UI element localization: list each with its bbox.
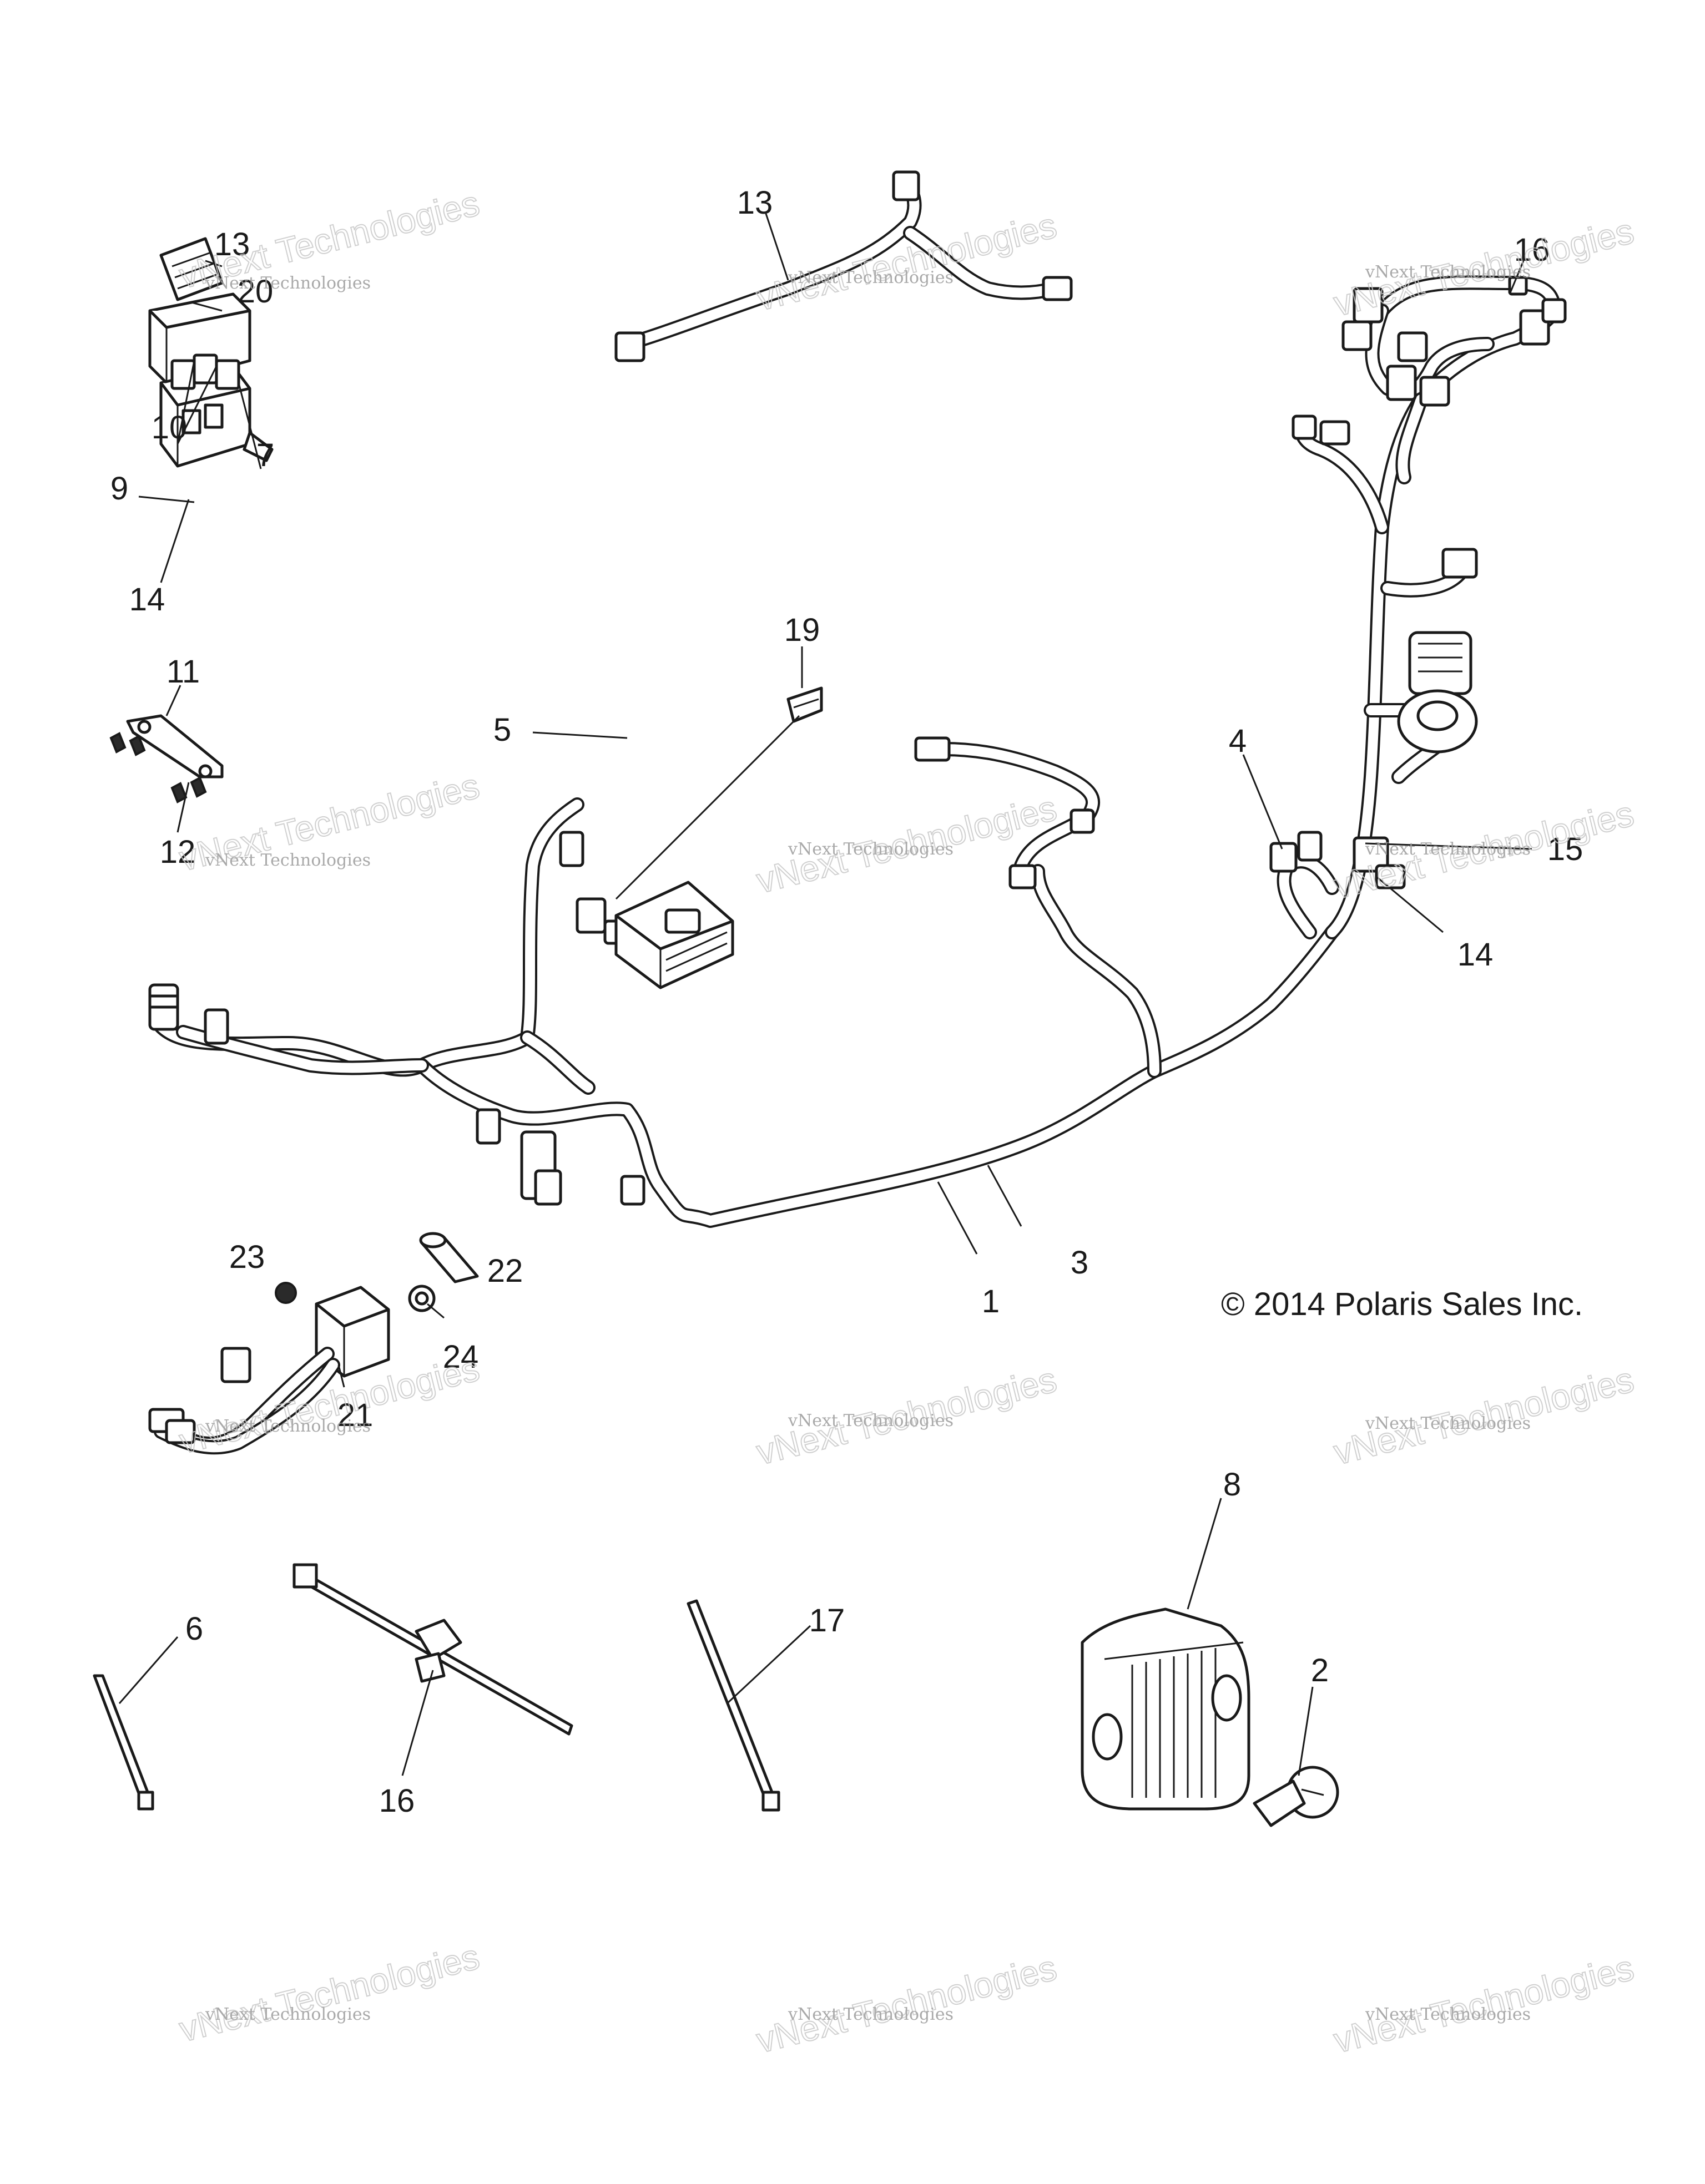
watermark-small: vNext Technologies [1365,262,1531,282]
watermark-small: vNext Technologies [205,1417,371,1436]
callout-21: 21 [337,1397,374,1433]
watermark-small: vNext Technologies [1365,840,1531,859]
leader-lines [118,213,1532,1776]
callout-5: 5 [493,712,511,748]
watermark-small: vNext Technologies [205,851,371,870]
watermark-small: vNext Technologies [788,840,954,859]
callout-24: 24 [443,1339,479,1375]
callout-14: 14 [129,582,165,618]
cable-tie-17 [687,1599,780,1812]
watermark-large: vNext Technologies [1330,1948,1638,2061]
callout-22: 22 [487,1253,523,1289]
callout-12: 12 [160,834,196,870]
regulator-rectifier [1081,1607,1339,1827]
callout-numbers: 13 20 13 16 10 7 9 14 19 11 5 4 12 15 14… [110,185,1583,1819]
callout-16: 16 [1514,232,1550,268]
callout-15: 15 [1547,831,1583,867]
callout-23: 23 [229,1239,265,1275]
callout-2: 2 [1311,1652,1329,1688]
callout-20: 20 [238,274,274,310]
callout-3: 3 [1071,1245,1088,1281]
watermark-small: vNext Technologies [788,268,954,287]
watermarks: vNext Technologies vNext Technologies vN… [175,183,1638,2061]
callout-13: 13 [737,185,773,221]
callout-7: 7 [256,437,274,473]
callout-11: 11 [167,654,200,690]
callout-19: 19 [784,612,820,648]
callout-4: 4 [1229,723,1247,759]
callout-1: 1 [982,1283,1000,1320]
copyright-notice: © 2014 Polaris Sales Inc. [1221,1286,1583,1322]
watermark-small: vNext Technologies [1365,1414,1531,1433]
watermark-small: vNext Technologies [788,1411,954,1430]
callout-14: 14 [1457,937,1494,973]
fuse-block [159,353,274,468]
part-19-clip [786,686,823,723]
callout-6: 6 [185,1611,203,1647]
main-wiring-harness [148,275,1567,1228]
watermark-small: vNext Technologies [205,2005,371,2024]
callout-9: 9 [110,471,128,507]
callout-10: 10 [152,410,188,446]
watermark-large: vNext Technologies [753,1948,1061,2061]
control-module [614,881,734,989]
watermark-small: vNext Technologies [788,2005,954,2024]
part-13-sub-harness [614,170,1073,362]
watermark-large: vNext Technologies [175,1937,483,2050]
watermark-small: vNext Technologies [205,274,371,293]
callout-17: 17 [809,1602,845,1639]
mounting-bracket [109,714,224,803]
watermark-small: vNext Technologies [1365,2005,1531,2024]
callout-8: 8 [1223,1467,1241,1503]
callout-13: 13 [214,226,250,262]
cable-tie-mount-16 [292,1563,573,1736]
callout-16: 16 [379,1783,415,1819]
part-21-assembly [148,1232,479,1455]
cable-tie-6 [93,1674,154,1811]
